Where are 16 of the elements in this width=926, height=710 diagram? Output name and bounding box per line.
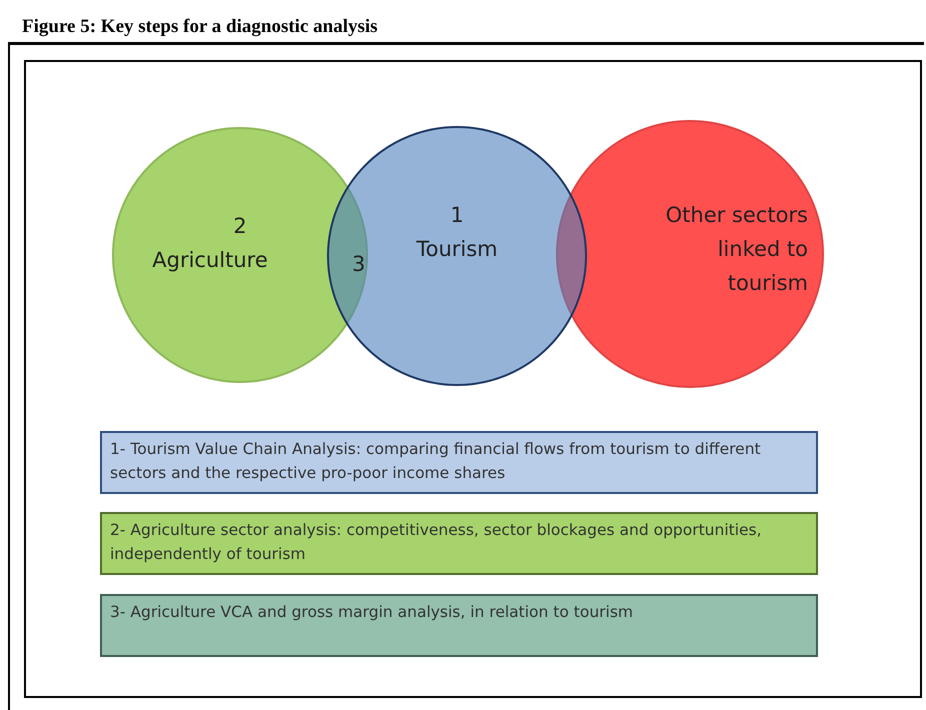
step-box [100, 431, 818, 494]
circle-label: Agriculture [151, 247, 269, 274]
step-description: 1- Tourism Value Chain Analysis: comparing financial flows from tourism to different sectors and the respective pro-poor income shares [110, 439, 762, 484]
circle-label: Tourism [415, 236, 499, 263]
venn-circle [112, 127, 368, 383]
venn-circle [327, 126, 587, 386]
circle-label: Other sectors linked to tourism [664, 202, 808, 297]
step-box [100, 512, 818, 575]
circle-number: 2 [232, 213, 248, 240]
step-description: 2- Agriculture sector analysis: competitiveness, sector blockages and opportunities, independently of tourism [110, 520, 763, 565]
overlap-number: 3 [352, 251, 366, 278]
figure-title: Figure 5: Key steps for a diagnostic analysis [22, 16, 378, 38]
step-description: 3- Agriculture VCA and gross margin analysis, in relation to tourism [110, 602, 634, 623]
venn-circle [556, 120, 824, 388]
circle-number: 1 [449, 202, 465, 229]
step-box [100, 594, 818, 657]
